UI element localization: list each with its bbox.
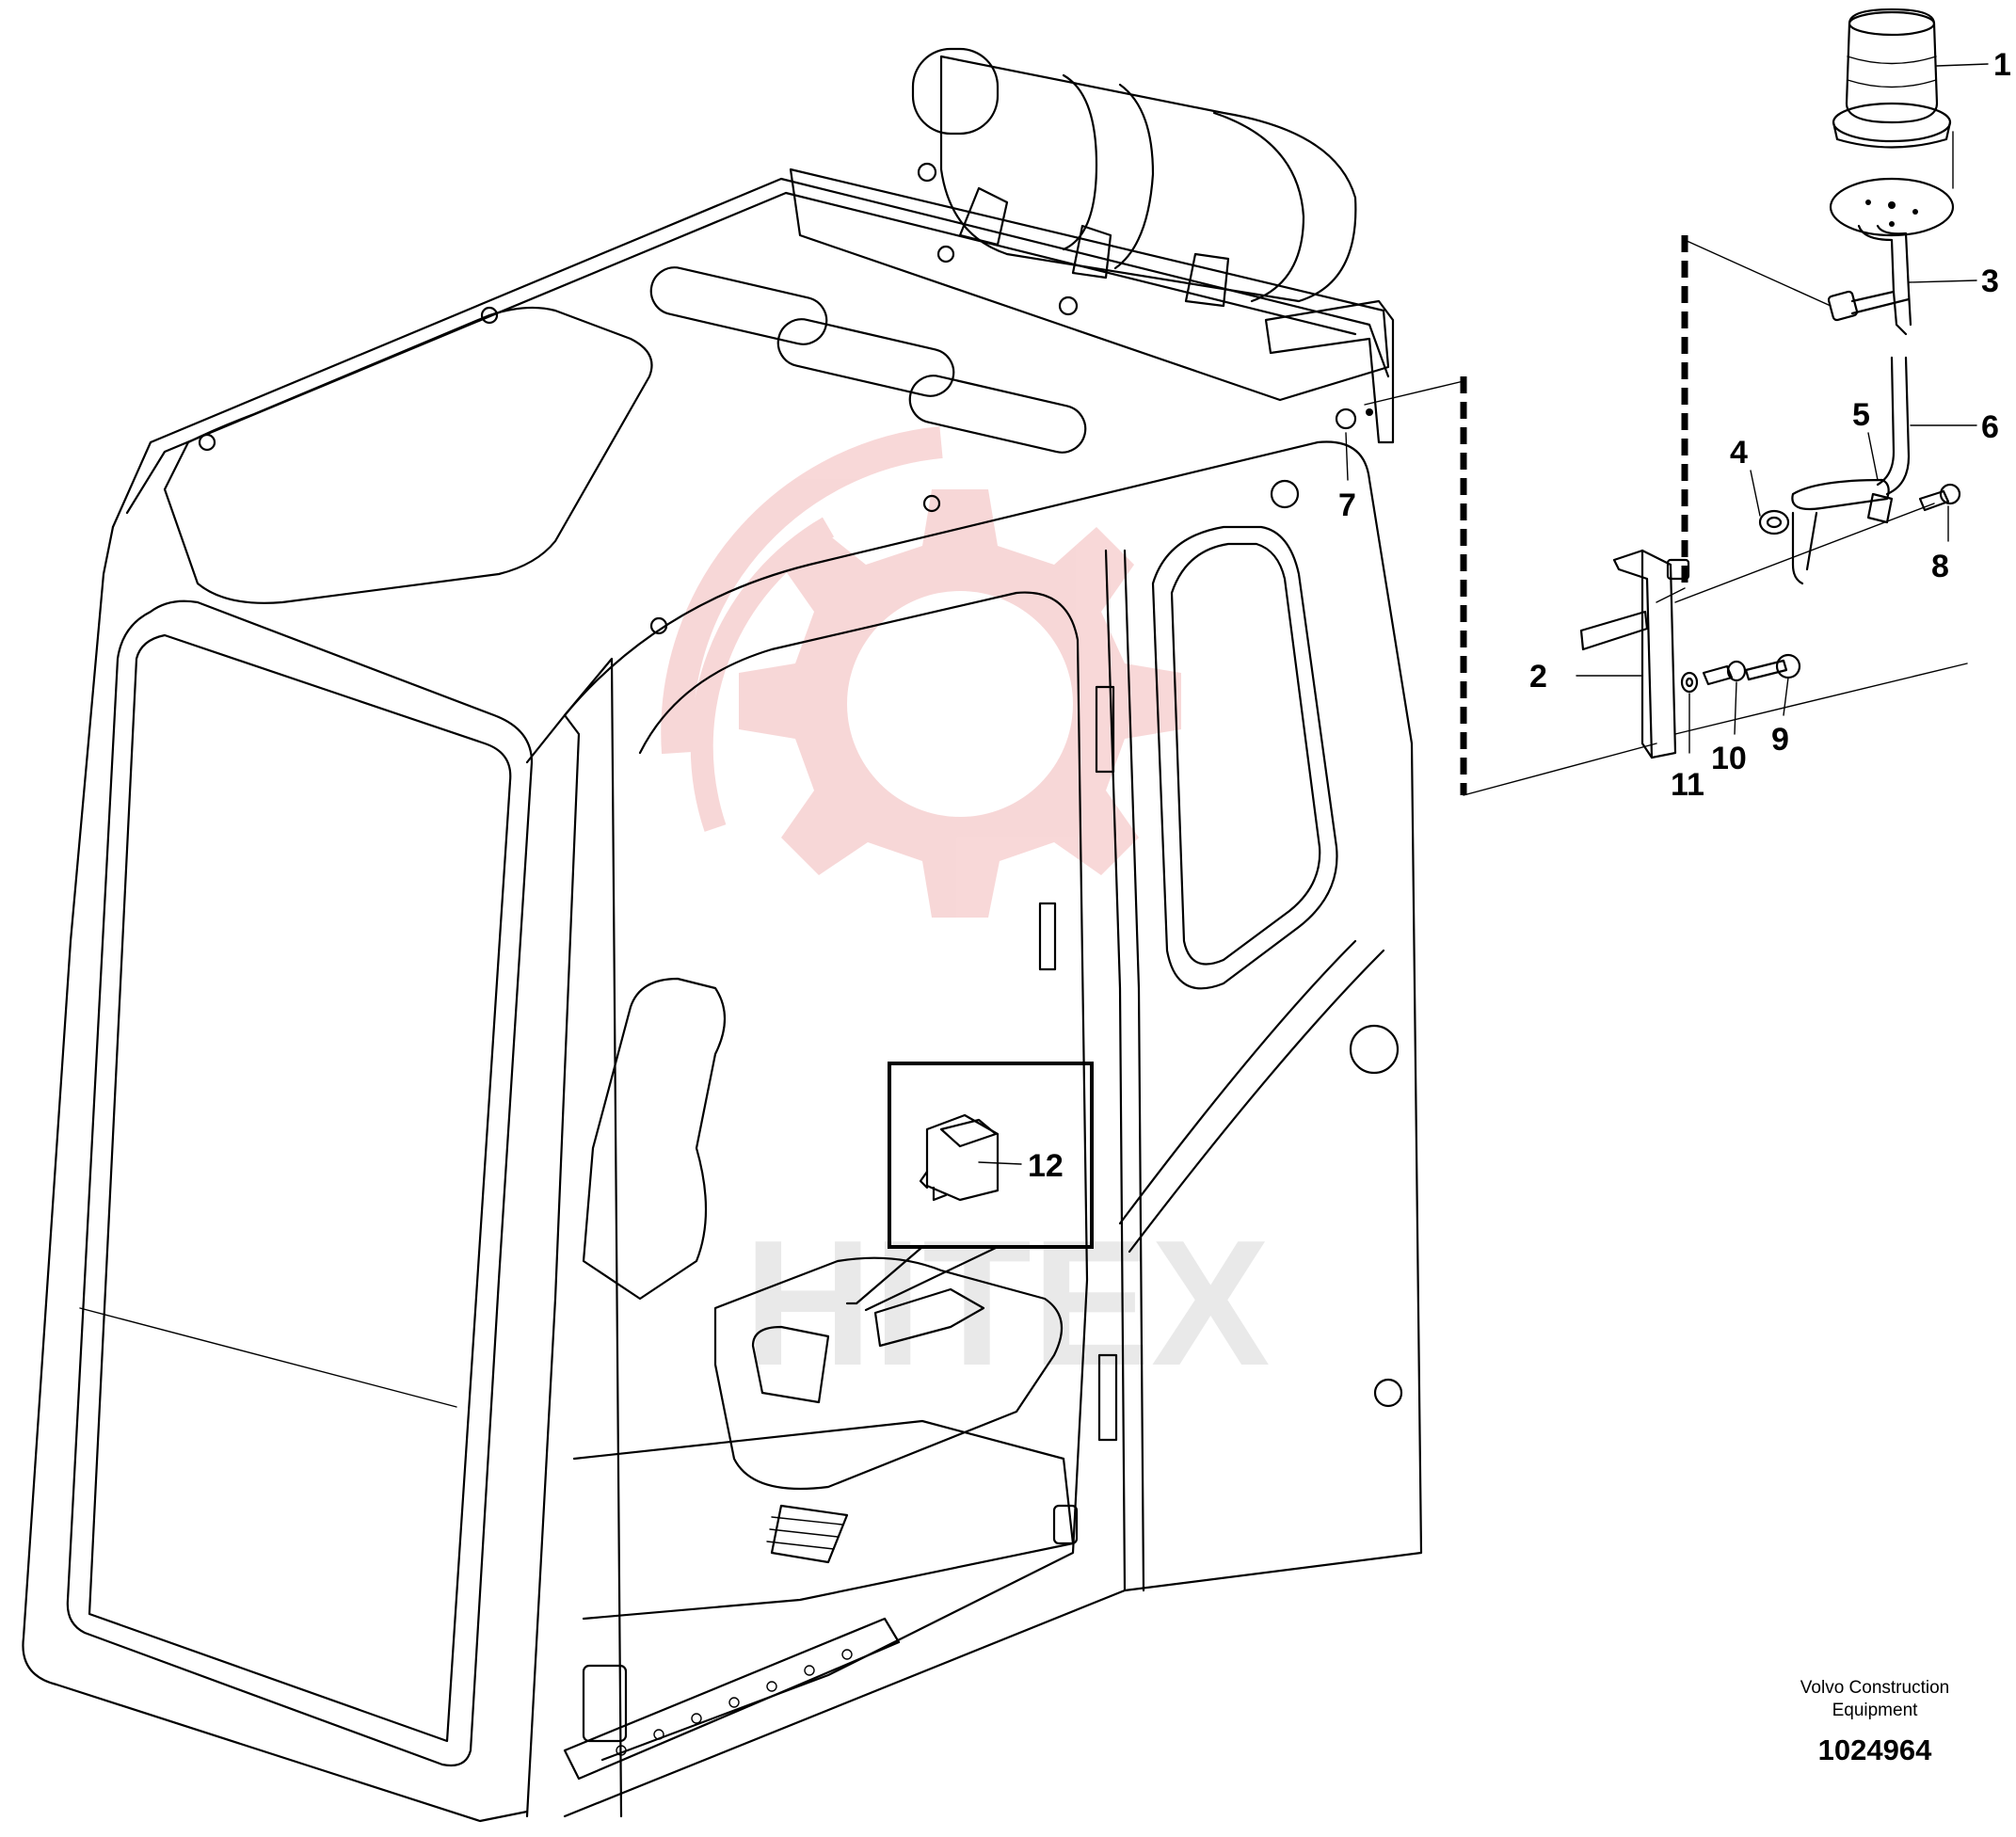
callout-1: 1 [1993, 47, 2011, 83]
watermark-logo [661, 426, 1181, 918]
callout-6: 6 [1981, 409, 1999, 445]
beacon-mount-base [1264, 299, 1395, 444]
credit-company: Volvo Construction Equipment [1800, 1678, 1950, 1720]
watermark-tooth-arc [661, 426, 943, 755]
drawing-number: 1024964 [1817, 1733, 1932, 1766]
callout-12: 12 [1028, 1148, 1064, 1184]
callout-5: 5 [1852, 397, 1870, 433]
callout-11: 11 [1671, 767, 1704, 803]
switch-inset [845, 1062, 1094, 1312]
reference-lines [1364, 235, 1832, 796]
roof-air-cleaner [198, 47, 1357, 635]
callout-2: 2 [1529, 659, 1547, 695]
callout-4: 4 [1730, 435, 1748, 471]
beacon-assembly [1579, 8, 1968, 759]
operator-cab [22, 168, 1423, 1823]
callout-7: 7 [1338, 487, 1356, 523]
callout-8: 8 [1931, 549, 1949, 584]
watermark-text: HITEX [744, 1204, 1271, 1403]
callout-9: 9 [1771, 722, 1789, 758]
step-plate-holes [616, 1649, 853, 1756]
callout-labels: 1 2 3 4 5 6 7 8 9 10 11 12 [1028, 47, 2011, 1184]
callout-10: 10 [1711, 741, 1747, 776]
callout-3: 3 [1981, 264, 1999, 299]
rotating-beacon [1832, 8, 1952, 149]
callout-leaders [978, 63, 1989, 1165]
